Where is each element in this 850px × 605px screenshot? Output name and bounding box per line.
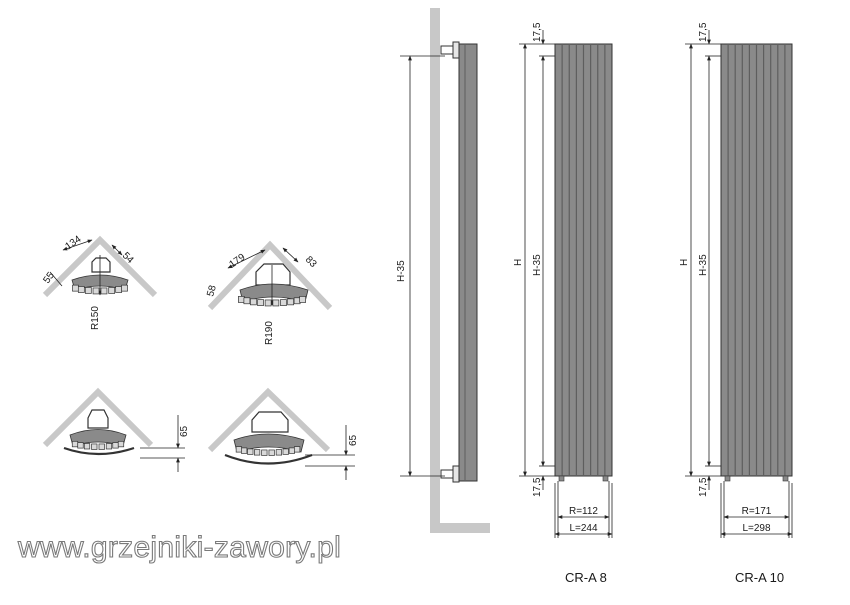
bottom-offset-label: 17,5	[532, 477, 543, 497]
bracket-arc	[224, 453, 313, 465]
tube-square	[77, 286, 85, 293]
foot	[782, 475, 789, 482]
corner-view-large-top: 179 83 58 R190	[205, 240, 333, 345]
tube-square	[275, 449, 282, 456]
tube-square	[72, 284, 79, 292]
tube-squares	[72, 284, 128, 295]
inner-height-label: H-35	[698, 254, 709, 276]
tube-square	[280, 299, 287, 306]
tube-square	[294, 446, 301, 453]
tube-square	[115, 286, 123, 293]
tube-square	[100, 287, 108, 295]
total-height-label: H	[679, 259, 690, 266]
tube-square	[105, 443, 113, 450]
tube-square	[117, 440, 125, 448]
tube-square	[77, 442, 84, 449]
valve-body	[87, 409, 109, 429]
tube-square	[121, 284, 128, 292]
foot	[602, 475, 609, 482]
tube-square	[71, 440, 79, 448]
tube-square	[84, 287, 92, 294]
tube-square	[257, 299, 264, 306]
valve-body	[251, 411, 289, 433]
foot	[558, 475, 565, 482]
corner-wall	[42, 387, 154, 448]
small-width-label: 134	[63, 234, 83, 253]
radius-label: R=112	[569, 506, 598, 517]
tube-square	[288, 447, 295, 454]
top-offset-label: 17,5	[532, 22, 543, 42]
tube-square	[91, 443, 98, 450]
watermark-text: www.grzejniki-zawory.pl	[17, 531, 341, 564]
wall-section	[430, 8, 490, 533]
top-offset-label: 17,5	[698, 22, 709, 42]
valve-body	[91, 257, 111, 273]
small-clearance-label: 65	[179, 425, 190, 437]
corner-view-small-top: 134 54 55 R150	[41, 234, 158, 330]
tube-squares	[71, 440, 125, 450]
top-bracket	[440, 45, 454, 55]
bracket-arc	[63, 446, 135, 456]
tube-square	[98, 443, 105, 450]
side-height-label: H-35	[396, 260, 407, 282]
radiator-tubes	[233, 433, 305, 453]
tube-square	[250, 298, 257, 306]
tube-square	[108, 287, 116, 294]
length-label: L=298	[742, 523, 771, 534]
inner-height-label: H-35	[532, 254, 543, 276]
tube-square	[241, 447, 248, 454]
large-radius-label: R190	[264, 321, 275, 345]
radiator-side-profile	[458, 43, 478, 482]
large-depth-label: 83	[303, 254, 319, 270]
tube-squares	[238, 296, 306, 307]
tube-square	[254, 449, 261, 456]
tube-square	[272, 299, 280, 307]
large-clearance-label: 65	[348, 434, 359, 446]
corner-view-small-bottom: 65	[42, 387, 190, 472]
tube-square	[268, 449, 275, 456]
large-side-label: 58	[205, 284, 219, 298]
tube-square	[112, 442, 119, 449]
tube-square	[287, 298, 294, 306]
bottom-offset-label: 17,5	[698, 477, 709, 497]
tube-square	[293, 297, 301, 305]
length-label: L=244	[569, 523, 598, 534]
tube-square	[238, 296, 245, 303]
total-height-label: H	[513, 259, 524, 266]
side-view: H-35	[396, 8, 490, 533]
model-label-cr-a-10: CR-A 10	[735, 570, 784, 585]
model-label-cr-a-8: CR-A 8	[565, 570, 607, 585]
tube-square	[243, 297, 251, 305]
tube-square	[299, 296, 306, 303]
tube-square	[282, 448, 289, 455]
corner-wall	[207, 387, 331, 453]
small-radius-label: R150	[90, 306, 101, 330]
valve-body	[255, 263, 291, 286]
tube-square	[235, 446, 242, 453]
tube-square	[261, 449, 268, 456]
radius-label: R=171	[742, 506, 772, 517]
corner-view-large-bottom: 65	[207, 387, 359, 480]
corner-wall	[42, 235, 158, 298]
foot	[724, 475, 731, 482]
tube-square	[264, 299, 272, 307]
tube-square	[92, 287, 100, 295]
tube-square	[247, 448, 254, 455]
bottom-bracket	[440, 469, 454, 479]
corner-wall	[207, 240, 333, 311]
tube-square	[83, 443, 91, 450]
tube-squares	[235, 446, 301, 456]
